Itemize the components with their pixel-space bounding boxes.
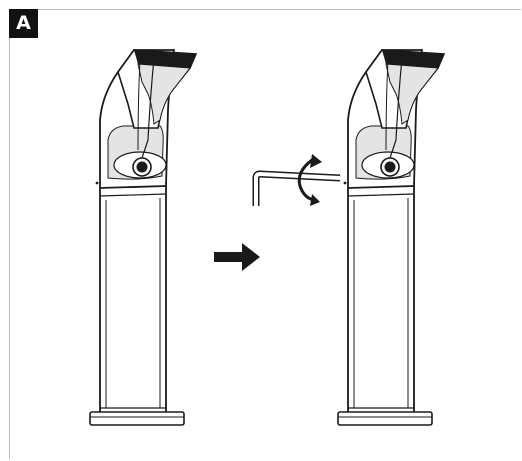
bollard-light-after [337, 49, 445, 426]
right-arrow-icon [214, 243, 260, 271]
step-label-badge: A [9, 9, 38, 38]
bollard-light-before [89, 49, 197, 426]
hex-key-icon [252, 170, 341, 206]
figure-frame [9, 9, 521, 459]
rotate-icon [297, 154, 322, 206]
